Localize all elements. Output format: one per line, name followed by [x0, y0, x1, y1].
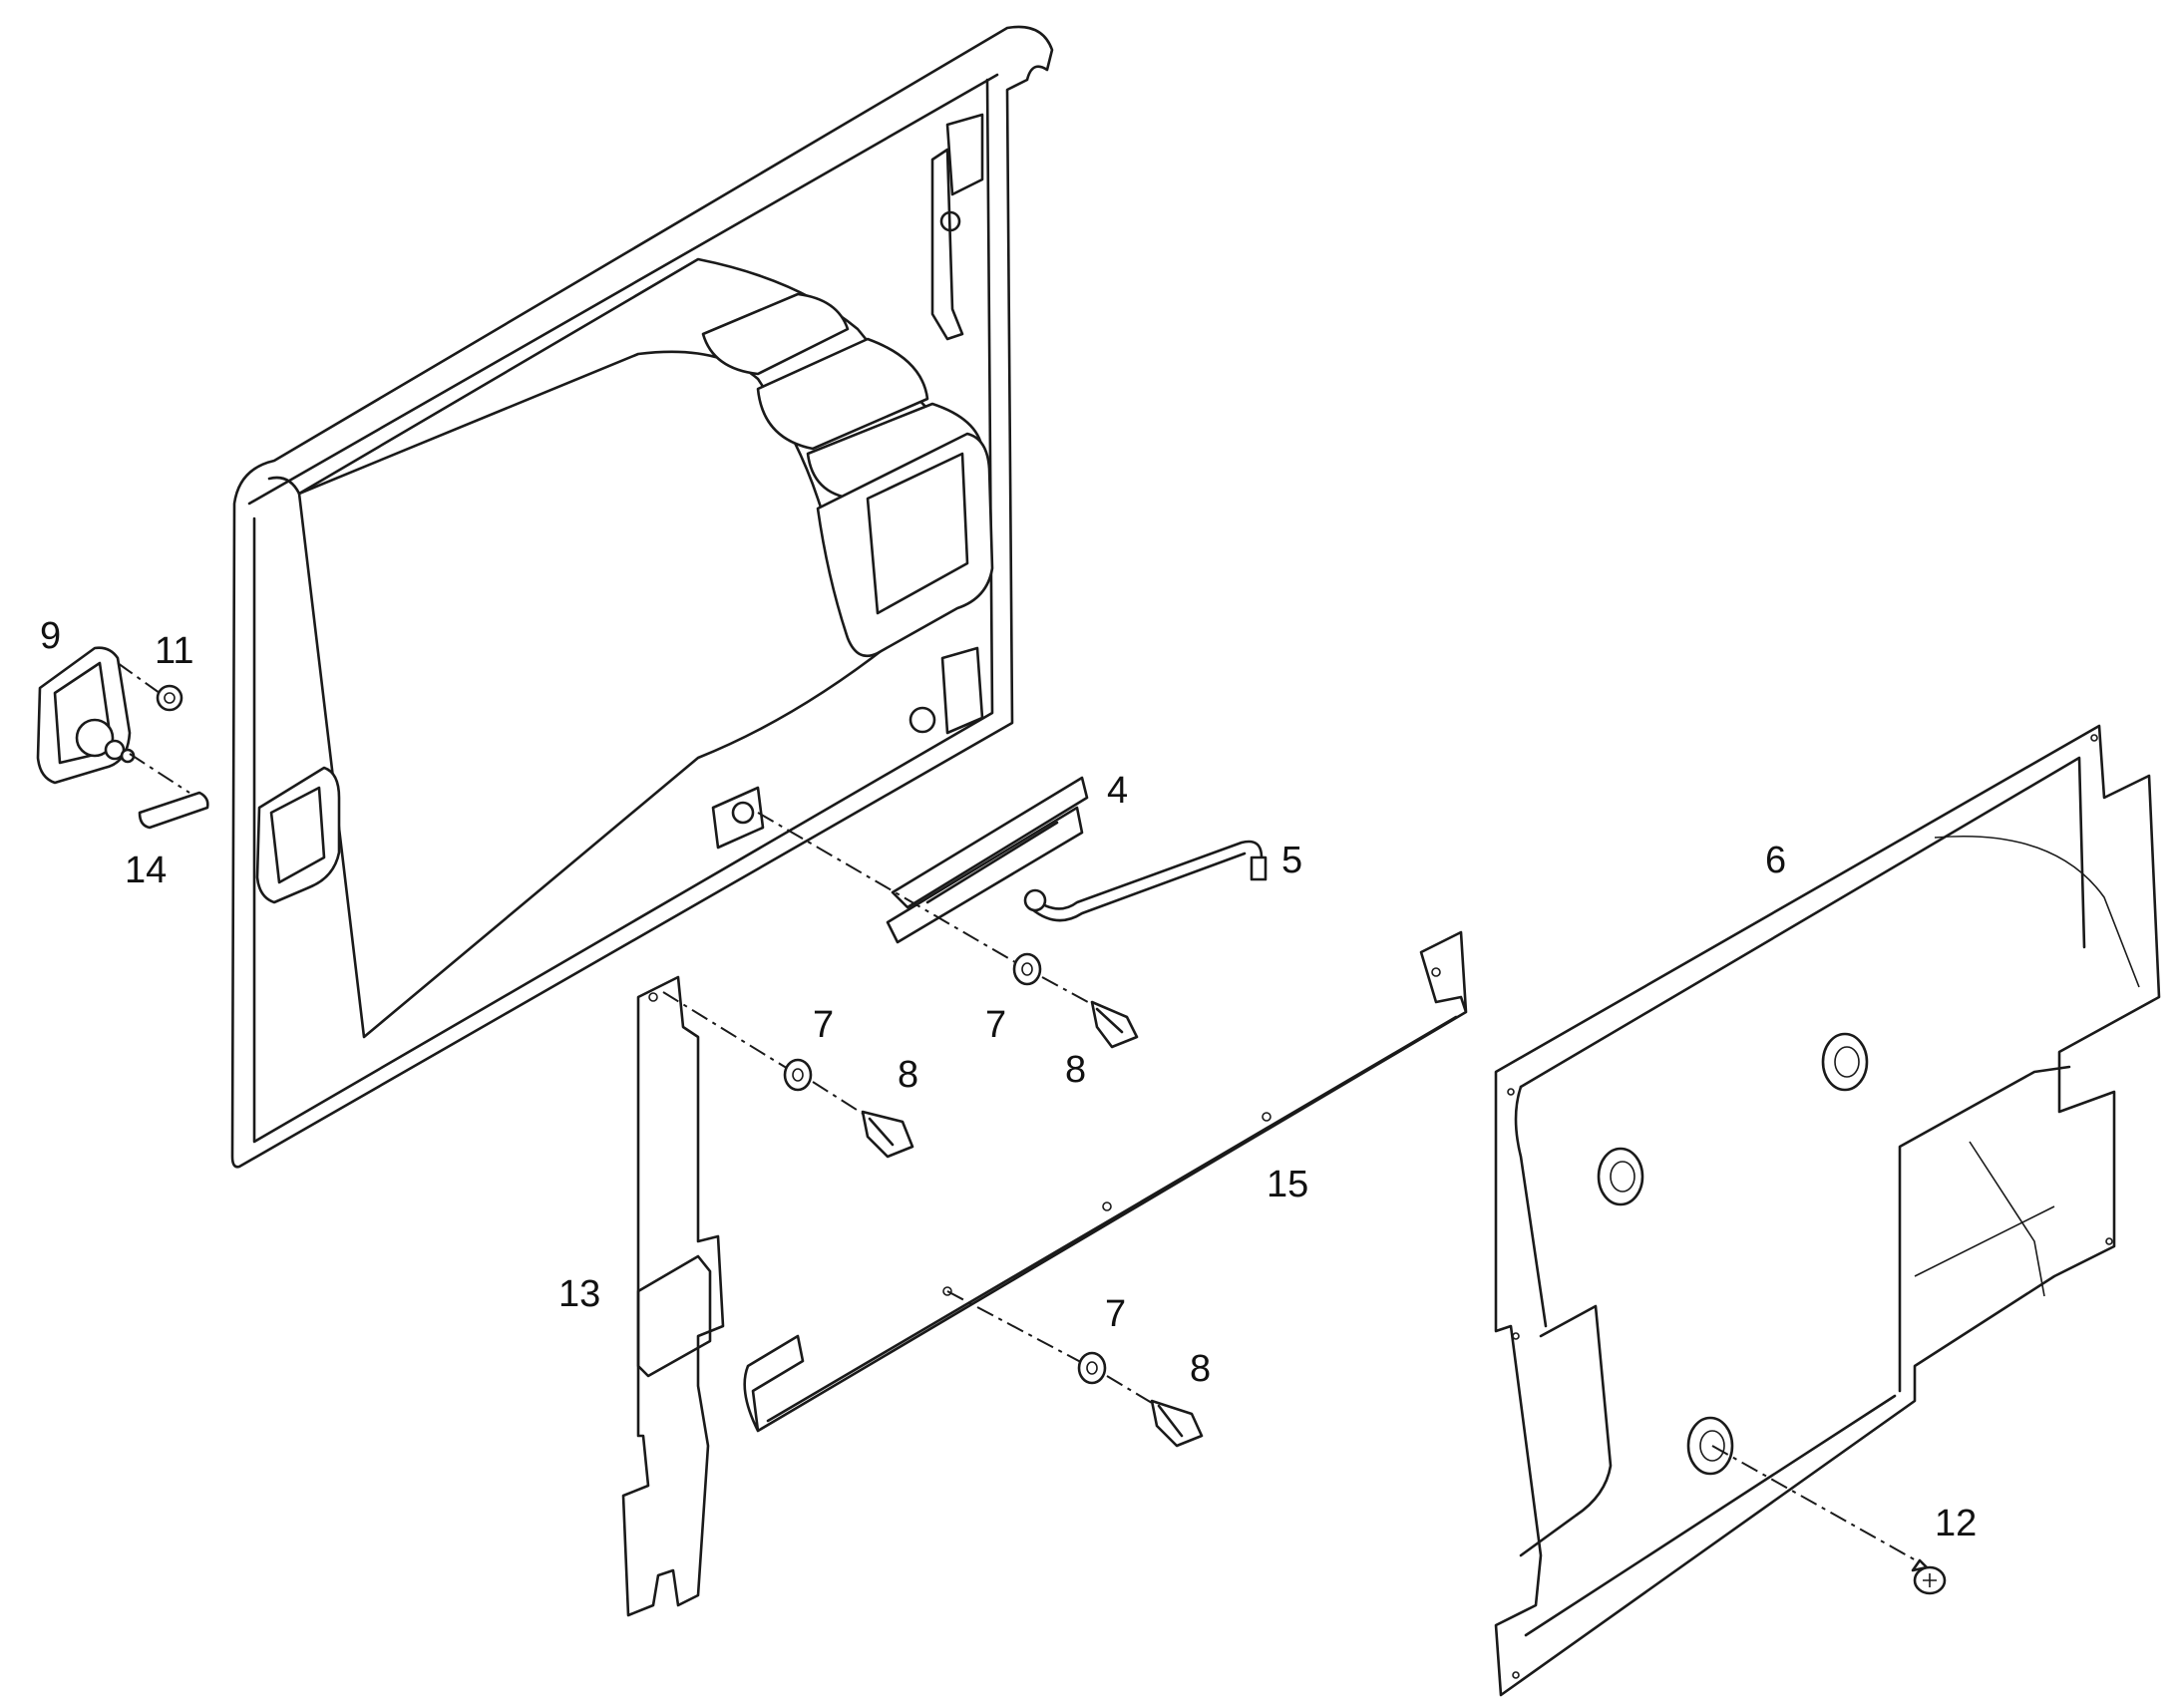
screw-12 [1911, 1558, 1947, 1595]
bolt-8-upper [1090, 1000, 1139, 1049]
grommet-hole-top [1821, 1032, 1869, 1092]
grommet-hole-left [1597, 1147, 1644, 1206]
callout-7-lower: 7 [1105, 1293, 1126, 1335]
grommet-hole-bottom [1686, 1416, 1734, 1476]
callout-7-upper: 7 [985, 1004, 1006, 1046]
callout-8-upper: 8 [1065, 1049, 1086, 1091]
callout-14: 14 [125, 850, 167, 891]
bar-15 [743, 930, 1468, 1433]
callout-9: 9 [40, 615, 61, 657]
callout-7-middle: 7 [813, 1004, 834, 1046]
slide-plate-4 [886, 776, 1089, 944]
washer-7-middle [783, 1058, 813, 1092]
washer-7-lower [1077, 1351, 1107, 1385]
nut-11 [156, 684, 183, 712]
callout-12: 12 [1935, 1503, 1977, 1544]
washer-7-upper [1012, 952, 1042, 986]
bolt-8-lower [1150, 1399, 1204, 1448]
trim-panel-6 [1494, 724, 2161, 1697]
bolt-8-middle [861, 1110, 914, 1159]
callout-15: 15 [1267, 1164, 1308, 1205]
clip-14 [138, 791, 209, 830]
bracket-13 [621, 975, 725, 1617]
lamp-assembly-9 [36, 646, 136, 785]
callout-5: 5 [1281, 840, 1302, 881]
door-panel [230, 25, 1054, 1169]
callout-4: 4 [1107, 770, 1128, 812]
callout-11: 11 [155, 630, 193, 672]
callout-8-middle: 8 [898, 1054, 918, 1096]
callout-13: 13 [558, 1273, 600, 1315]
rod-5 [1023, 840, 1268, 922]
callout-6: 6 [1765, 840, 1786, 881]
callout-8-lower: 8 [1190, 1348, 1211, 1390]
